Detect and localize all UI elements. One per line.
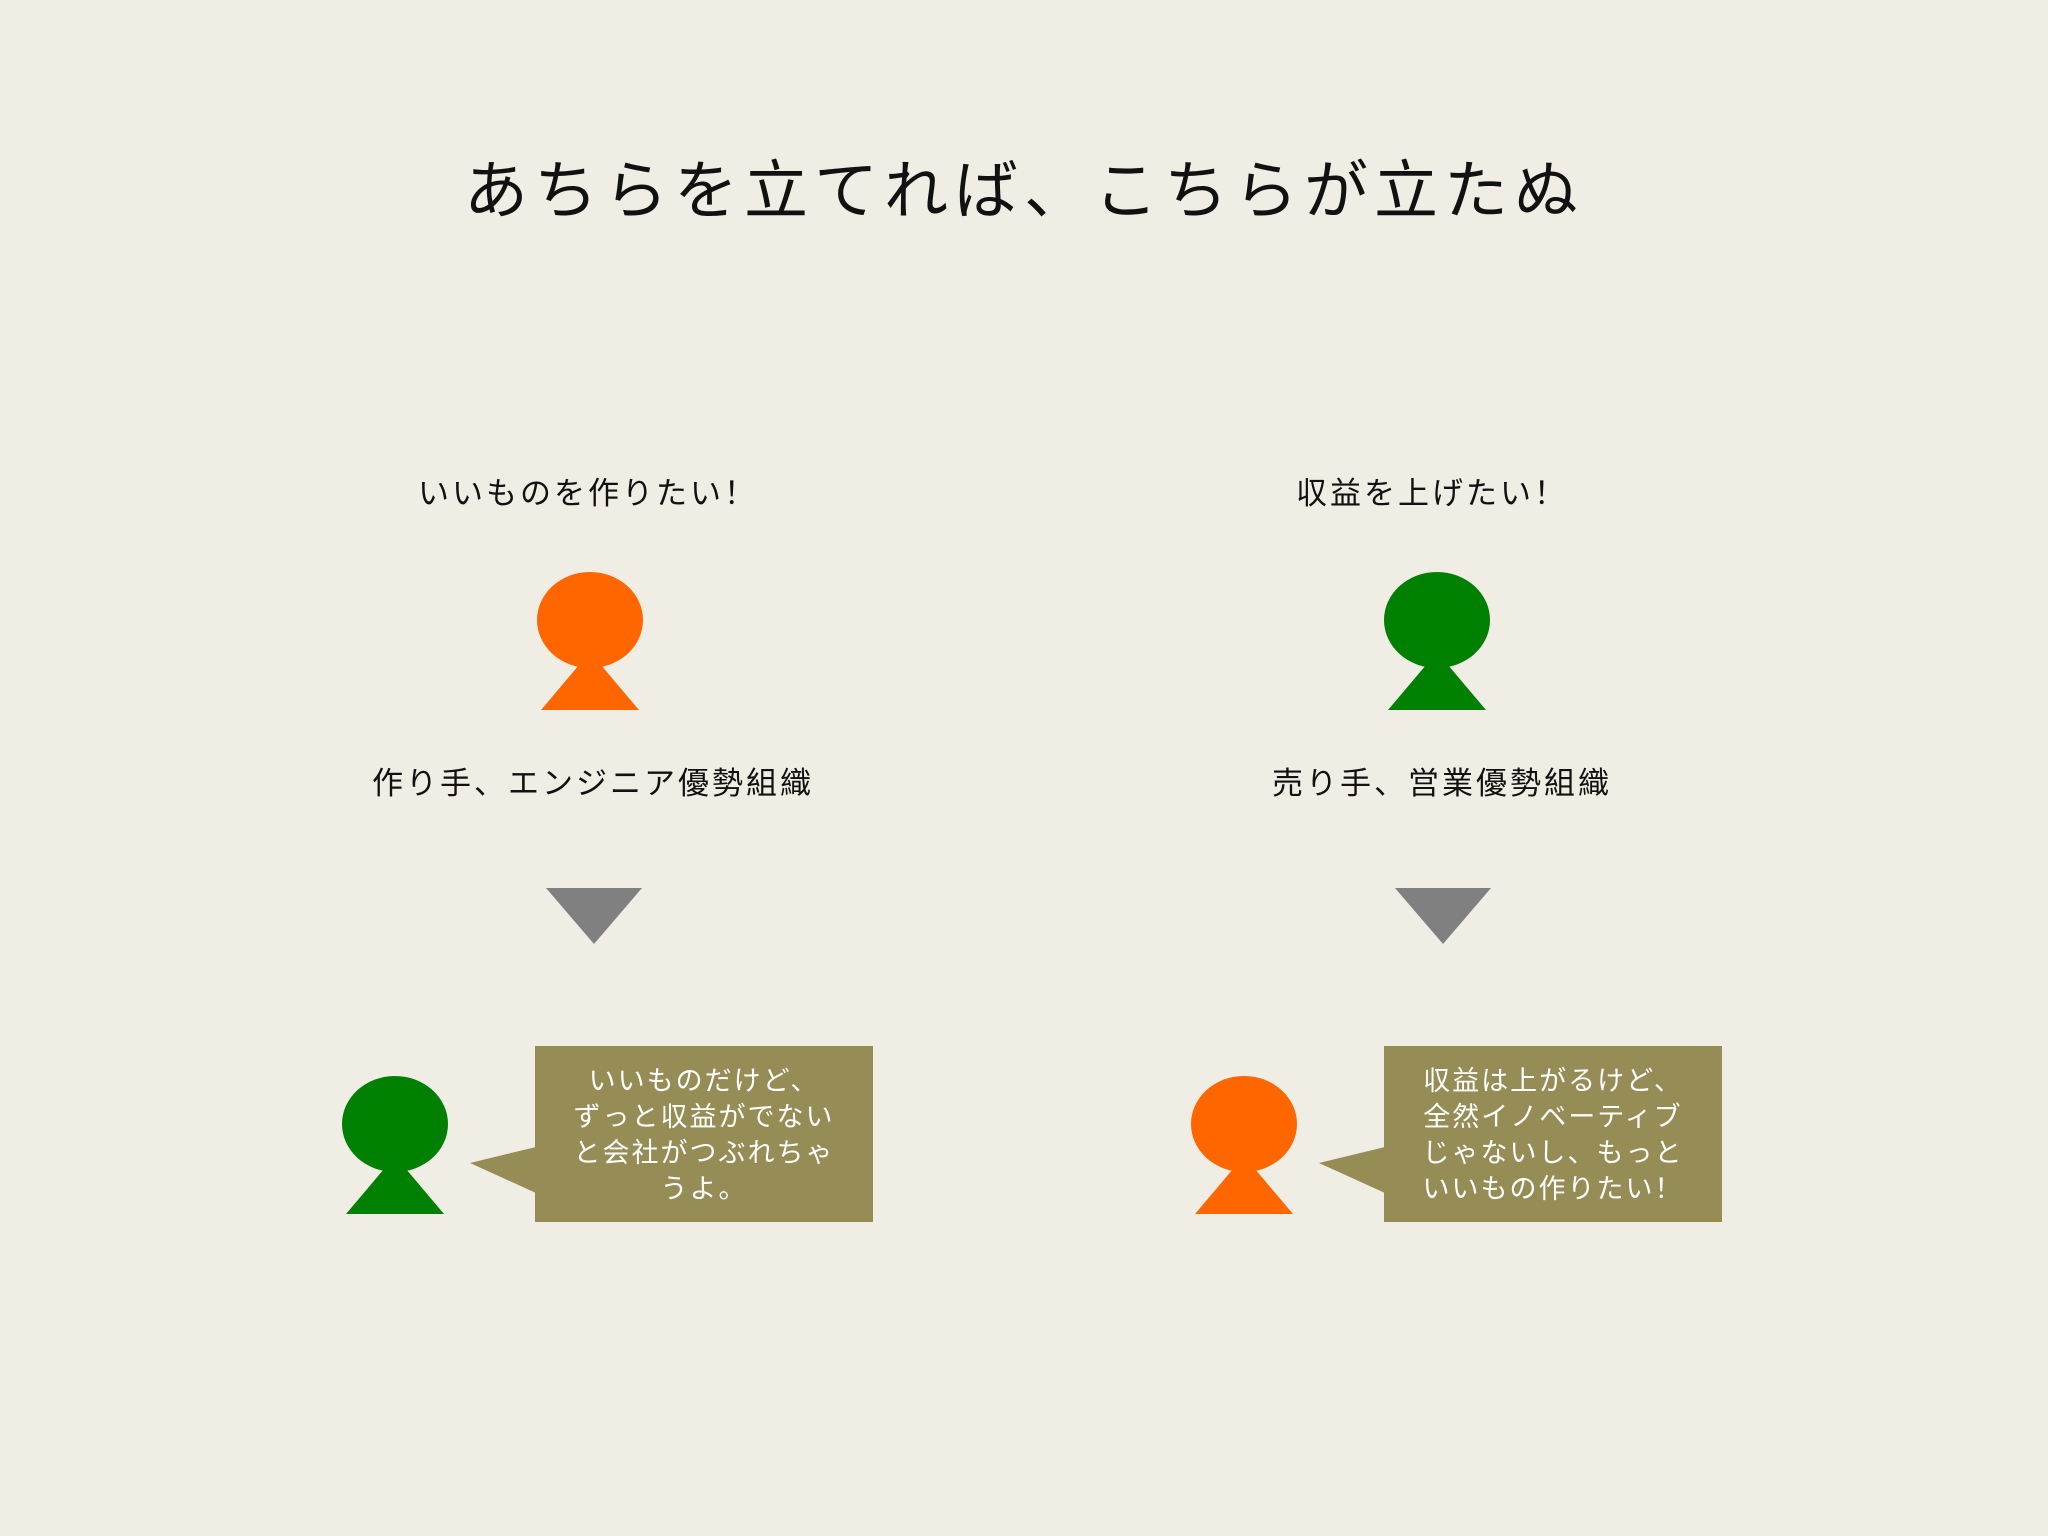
- left-speech-bubble: いいものだけど、 ずっと収益がでない と会社がつぶれちゃ うよ。: [535, 1046, 873, 1222]
- right-responder-person-icon: [1191, 1076, 1297, 1216]
- bubble-line: じゃないし、もっと: [1422, 1138, 1684, 1169]
- bubble-line: 収益は上がるけど、: [1423, 1066, 1683, 1097]
- right-wish-label: 収益を上げたい！: [1296, 476, 1568, 512]
- bubble-line: いいもの作りたい！: [1422, 1174, 1684, 1205]
- right-person-icon: [1384, 572, 1490, 712]
- page-title: あちらを立てれば、こちらが立たぬ: [464, 155, 1584, 229]
- bubble-line: ずっと収益がでない: [573, 1102, 835, 1133]
- left-bubble-tail: [470, 1147, 536, 1193]
- left-person-icon: [537, 572, 643, 712]
- bubble-line: うよ。: [660, 1174, 748, 1205]
- right-speech-bubble: 収益は上がるけど、 全然イノベーティブ じゃないし、もっと いいもの作りたい！: [1384, 1046, 1722, 1222]
- left-down-arrow-icon: [546, 888, 642, 944]
- bubble-line: と会社がつぶれちゃ: [573, 1138, 835, 1169]
- right-down-arrow-icon: [1395, 888, 1491, 944]
- right-org-label: 売り手、営業優勢組織: [1272, 766, 1612, 802]
- left-responder-person-icon: [342, 1076, 448, 1216]
- left-wish-label: いいものを作りたい！: [418, 476, 758, 512]
- left-org-label: 作り手、エンジニア優勢組織: [372, 766, 814, 802]
- bubble-line: 全然イノベーティブ: [1423, 1102, 1683, 1133]
- right-bubble-tail: [1319, 1147, 1385, 1193]
- bubble-line: いいものだけど、: [588, 1066, 820, 1097]
